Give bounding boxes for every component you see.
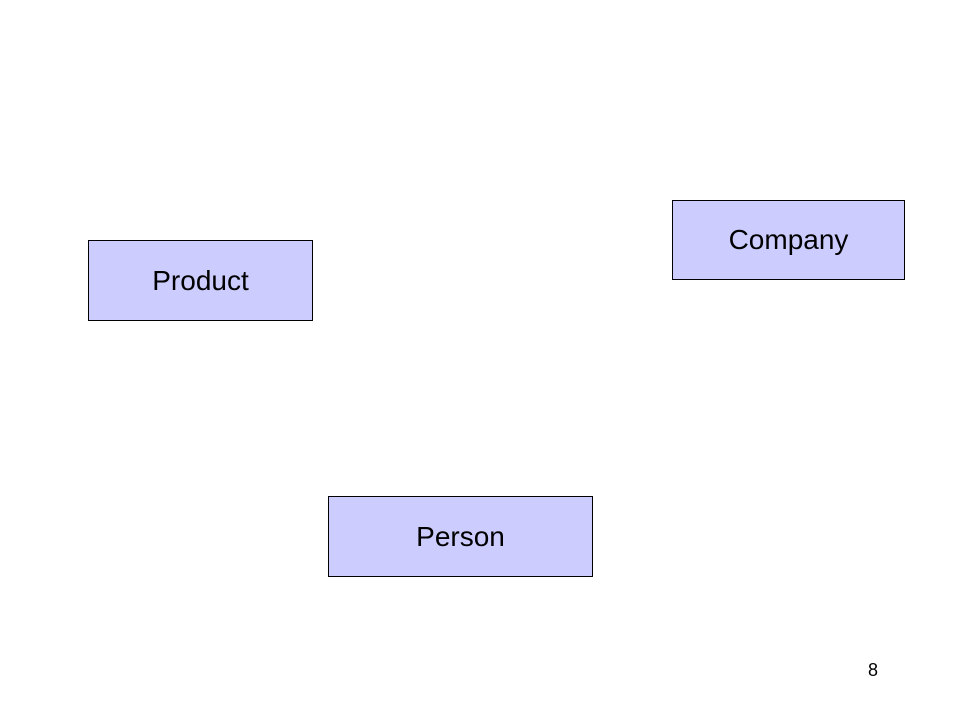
entity-label-product: Product <box>152 264 249 296</box>
entity-box-person: Person <box>328 496 593 577</box>
entity-label-company: Company <box>728 224 849 255</box>
entity-label-person: Person <box>416 520 505 552</box>
entity-box-company: Company <box>672 200 905 280</box>
entity-box-product: Product <box>88 240 313 321</box>
slide-number: 8 <box>867 660 878 680</box>
